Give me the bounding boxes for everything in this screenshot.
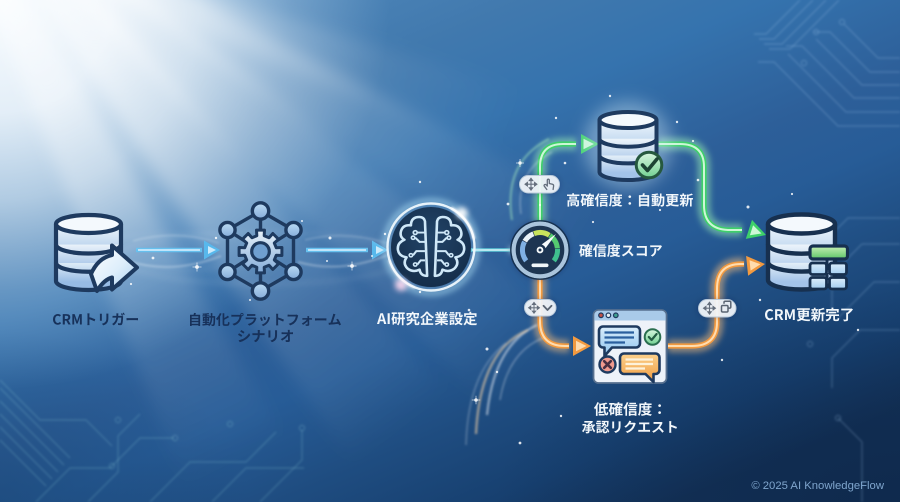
svg-text:© 2025 AI KnowledgeFlow: © 2025 AI KnowledgeFlow	[751, 480, 885, 492]
